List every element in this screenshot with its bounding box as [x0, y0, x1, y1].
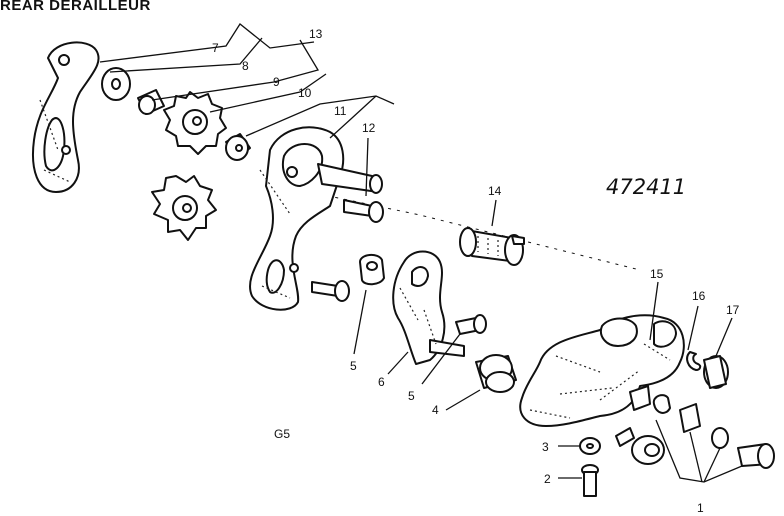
pulley-washer — [225, 133, 251, 161]
callout-11: 11 — [334, 104, 347, 118]
leader-lines — [99, 23, 743, 483]
adjusting-screw — [455, 314, 487, 335]
callout-13: 13 — [309, 27, 323, 41]
catalog-number: 472411 — [606, 175, 686, 199]
inner-cage-plate — [249, 126, 383, 311]
spring-bushing — [459, 227, 525, 266]
callout-3: 3 — [542, 440, 549, 454]
callout-5-nut: 5 — [350, 359, 357, 373]
upper-pulley-wheel — [163, 91, 227, 155]
pulley-bushing — [137, 89, 165, 115]
retaining-clip — [686, 351, 702, 371]
outer-cage-plate — [32, 41, 100, 193]
callout-12: 12 — [362, 121, 376, 135]
callout-17: 17 — [726, 303, 740, 317]
pivot-nut — [359, 254, 385, 286]
callout-10: 10 — [298, 86, 312, 100]
callout-9: 9 — [273, 75, 280, 89]
callout-1: 1 — [697, 501, 704, 515]
cage-bolt — [343, 199, 384, 223]
mounting-screw — [581, 464, 599, 497]
anchor-bolt-assembly — [615, 394, 775, 469]
derailleur-body — [519, 314, 685, 427]
link-bushing — [475, 354, 517, 393]
callout-6: 6 — [378, 375, 385, 389]
end-cap — [703, 355, 729, 389]
callout-2: 2 — [544, 472, 551, 486]
callout-8: 8 — [242, 59, 249, 73]
lower-pulley-wheel — [151, 175, 217, 241]
callout-4: 4 — [432, 403, 439, 417]
spacer-washer — [101, 67, 131, 101]
callout-5-screw: 5 — [408, 389, 415, 403]
callout-14: 14 — [488, 184, 502, 198]
callout-7: 7 — [212, 41, 219, 55]
small-washer — [579, 437, 601, 455]
diagram-title: REAR DERAILLEUR — [0, 0, 151, 14]
parallelogram-link — [392, 250, 465, 365]
assembly-axis — [299, 189, 641, 271]
callout-15: 15 — [650, 267, 664, 281]
callout-16: 16 — [692, 289, 706, 303]
pivot-bolt — [311, 280, 350, 302]
diagram-code: G5 — [274, 427, 290, 441]
callout-numbers: 1 2 3 4 5 5 6 7 8 9 10 11 12 13 14 15 16… — [212, 27, 740, 515]
